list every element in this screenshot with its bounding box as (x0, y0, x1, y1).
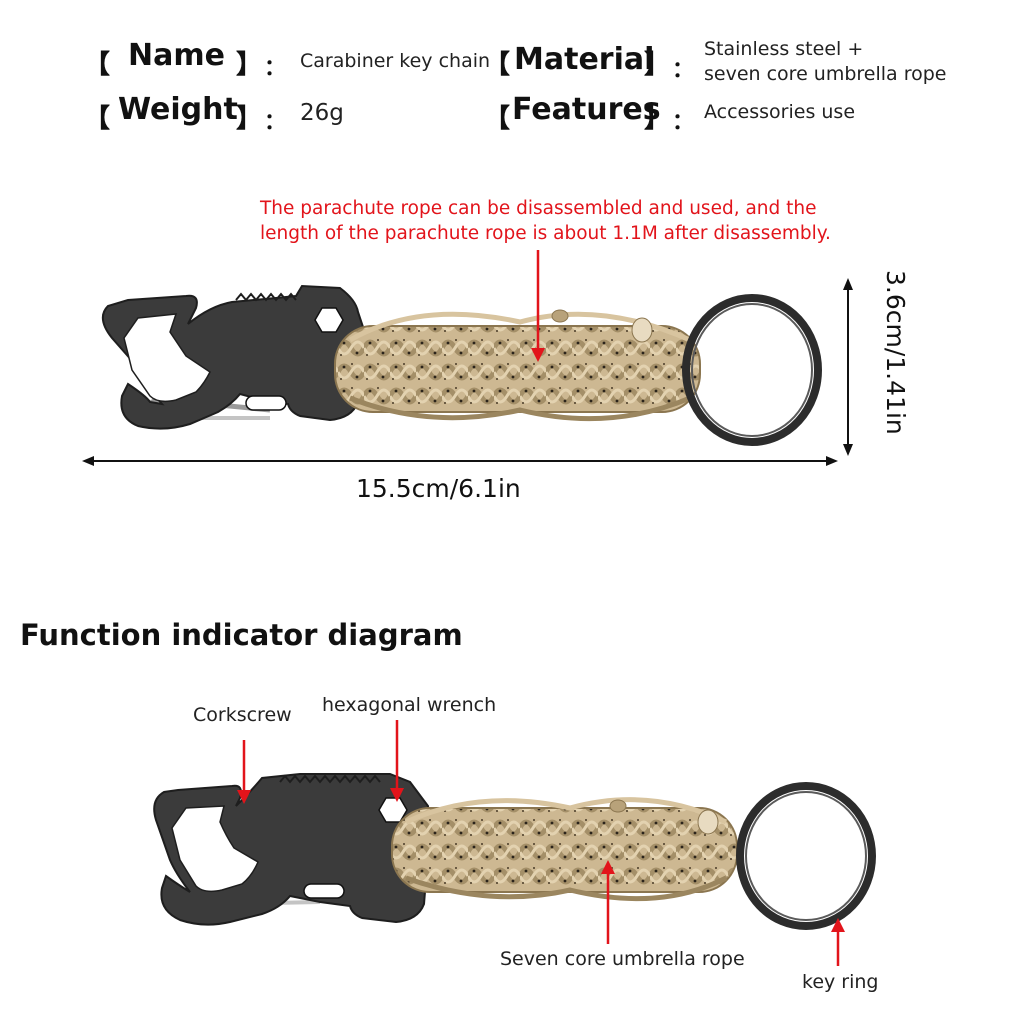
spec-features-key: Features (512, 92, 661, 127)
spec-material-value-line2: seven core umbrella rope (704, 63, 947, 85)
spec-material-value-line1: Stainless steel + (704, 38, 864, 60)
spec-features-value: Accessories use (704, 101, 856, 123)
length-dimension-line (82, 456, 838, 466)
split-ring (682, 294, 822, 446)
paracord-braid (391, 797, 738, 902)
bracket-open: 【 (484, 104, 511, 134)
spec-name-value: Carabiner key chain (300, 50, 491, 72)
corkscrew-arrow (237, 740, 251, 804)
bracket-close: 】 (644, 104, 671, 134)
hex-hole (314, 307, 344, 333)
keychain-top (101, 284, 822, 446)
paracord-braid (334, 309, 701, 422)
keychain-bottom (153, 773, 876, 930)
key-ring-label: key ring (802, 971, 879, 993)
hex-wrench-arrow (390, 720, 404, 802)
height-dimension-line (843, 278, 853, 456)
parachute-rope-note: The parachute rope can be disassembled a… (260, 196, 831, 246)
note-line-1: The parachute rope can be disassembled a… (260, 198, 817, 219)
length-dimension-label: 15.5cm/6.1in (356, 474, 521, 503)
bracket-close: 】 (644, 50, 671, 80)
bracket-open: 【 (84, 50, 111, 80)
spec-material-key: Material (514, 42, 655, 77)
split-ring (736, 782, 876, 930)
bracket-close: 】 (236, 104, 263, 134)
note-line-2: length of the parachute rope is about 1.… (260, 223, 831, 244)
rope-arrow (601, 860, 615, 944)
spec-weight-value: 26g (300, 100, 344, 126)
spec-colon: ： (672, 58, 695, 83)
hex-wrench-label: hexagonal wrench (322, 694, 497, 716)
bracket-open: 【 (484, 50, 511, 80)
bracket-close: 】 (236, 50, 263, 80)
spec-colon: ： (264, 110, 287, 135)
spec-colon: ： (672, 110, 695, 135)
spec-name-key: Name (128, 38, 225, 73)
key-ring-arrow (831, 918, 845, 966)
rope-note-arrow (531, 250, 545, 362)
rope-label: Seven core umbrella rope (500, 948, 745, 970)
spec-weight-key: Weight (118, 92, 238, 127)
function-diagram-title: Function indicator diagram (20, 618, 463, 652)
bracket-open: 【 (84, 104, 111, 134)
height-dimension-label: 3.6cm/1.41in (881, 270, 910, 435)
corkscrew-label: Corkscrew (193, 704, 292, 726)
spec-colon: ： (264, 56, 287, 81)
